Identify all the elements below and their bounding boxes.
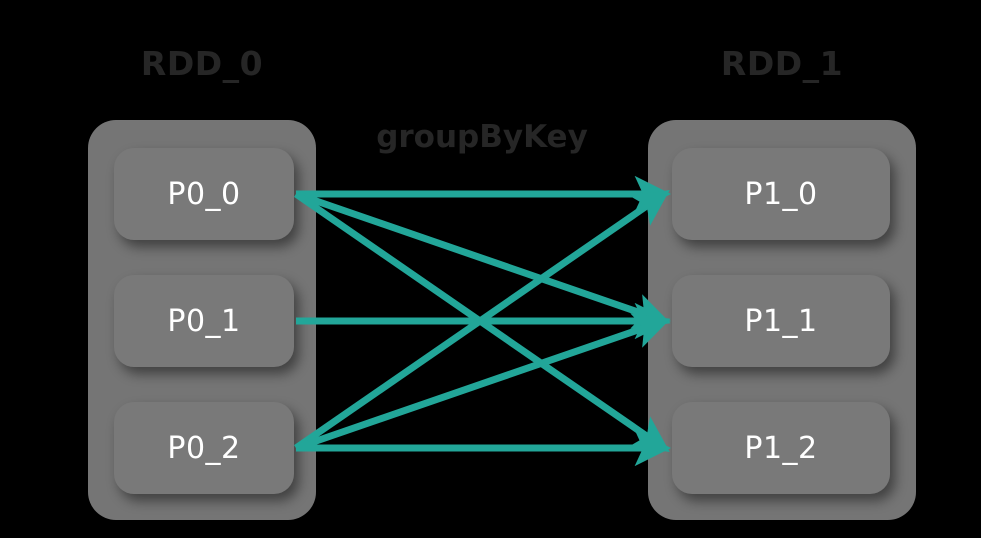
shuffle-edge-p0-0-to-p1-2 (294, 191, 670, 452)
partition-p0-0: P0_0 (114, 148, 294, 240)
partition-p1-1: P1_1 (672, 275, 890, 367)
rdd0-title: RDD_0 (140, 44, 264, 83)
rdd1-title: RDD_1 (720, 44, 844, 83)
partition-p1-2: P1_2 (672, 402, 890, 494)
partition-p0-2: P0_2 (114, 402, 294, 494)
partition-p0-1: P0_1 (114, 275, 294, 367)
shuffle-edge-p0-0-to-p1-1 (294, 190, 671, 329)
shuffle-edge-p0-2-to-p1-1 (294, 313, 671, 452)
operation-label-groupbykey: groupByKey (376, 119, 588, 155)
partition-p1-0: P1_0 (672, 148, 890, 240)
shuffle-edge-p0-2-to-p1-0 (294, 190, 670, 451)
